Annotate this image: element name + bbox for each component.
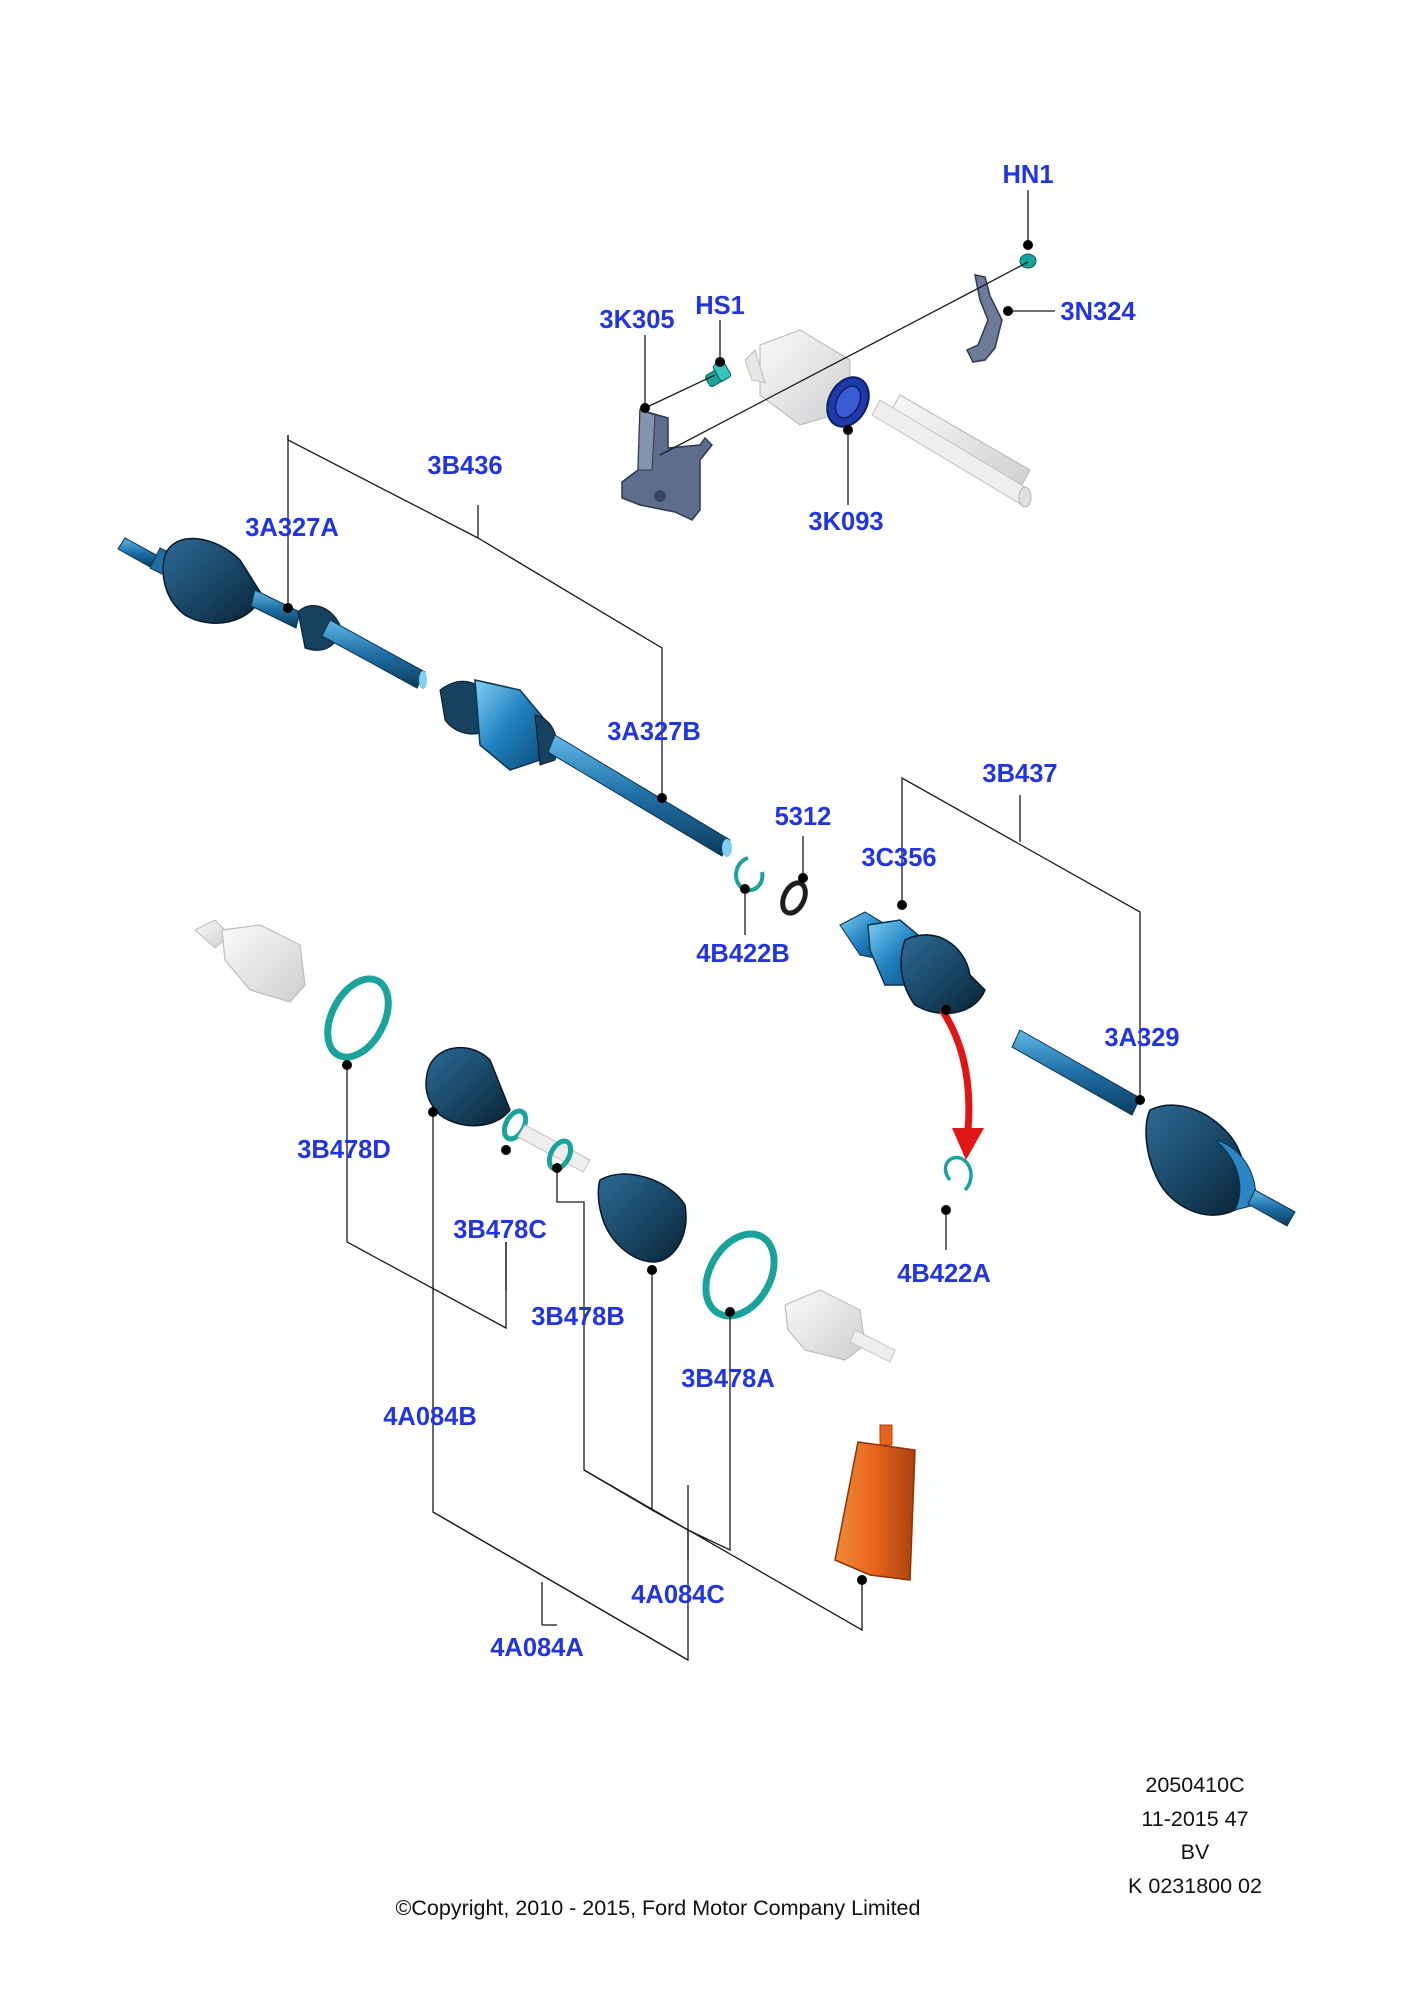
red-arrow-icon: [939, 1008, 984, 1160]
label-3c356: 3C356: [861, 844, 936, 872]
boot-4a084c: [597, 1173, 687, 1263]
label-3a327a: 3A327A: [245, 514, 339, 542]
label-3b436: 3B436: [427, 452, 502, 480]
boot-4a084b: [425, 1046, 511, 1127]
label-4a084c: 4A084C: [631, 1581, 725, 1609]
info-line-2: 11-2015 47: [1141, 1807, 1248, 1831]
copyright-notice: ©Copyright, 2010 - 2015, Ford Motor Comp…: [396, 1896, 921, 1920]
ring-3b478a: [702, 1230, 778, 1320]
info-block: 2050410C 11-2015 47 BV K 0231800 02: [1128, 1773, 1262, 1898]
label-5312: 5312: [775, 803, 832, 831]
label-hn1: HN1: [1002, 161, 1053, 189]
bearing-3k093: [826, 376, 870, 428]
grease-tube: [834, 1424, 916, 1581]
ring-3b478d: [324, 975, 392, 1061]
circlip-4b422b: [734, 856, 765, 893]
label-3b478b: 3B478B: [531, 1303, 625, 1331]
label-3n324: 3N324: [1060, 298, 1136, 326]
ghost-joint-right: [784, 1289, 896, 1363]
info-line-1: 2050410C: [1145, 1773, 1244, 1797]
label-3b437: 3B437: [982, 760, 1057, 788]
seal-5312: [780, 880, 808, 916]
label-3b478c: 3B478C: [453, 1216, 547, 1244]
label-3k305: 3K305: [599, 306, 674, 334]
shaft-3b437: [839, 911, 1296, 1227]
label-3a327b: 3A327B: [607, 718, 701, 746]
label-4a084a: 4A084A: [490, 1634, 584, 1662]
label-3b478a: 3B478A: [681, 1365, 775, 1393]
info-line-3: BV: [1181, 1840, 1210, 1864]
label-4b422b: 4B422B: [696, 940, 790, 968]
part-labels: HN1 3N324 3K305 HS1 3K093 3B436 3A327A 3…: [245, 161, 1179, 1662]
ghost-joint-left: [194, 919, 306, 1003]
label-3b478d: 3B478D: [297, 1136, 391, 1164]
label-4b422a: 4B422A: [897, 1260, 991, 1288]
label-3k093: 3K093: [808, 508, 883, 536]
label-4a084b: 4A084B: [383, 1403, 477, 1431]
label-3a329: 3A329: [1104, 1024, 1179, 1052]
nut-hn1: [1019, 253, 1037, 269]
info-line-4: K 0231800 02: [1128, 1874, 1262, 1898]
leader-lines: [287, 190, 1141, 1662]
bracket-3k305: [621, 409, 714, 521]
circlip-4b422a: [943, 1155, 973, 1192]
leader-dots: [283, 240, 1145, 1585]
shaft-3b436: [117, 537, 732, 857]
clamp-3n324: [965, 274, 1003, 363]
label-hs1: HS1: [695, 292, 745, 320]
